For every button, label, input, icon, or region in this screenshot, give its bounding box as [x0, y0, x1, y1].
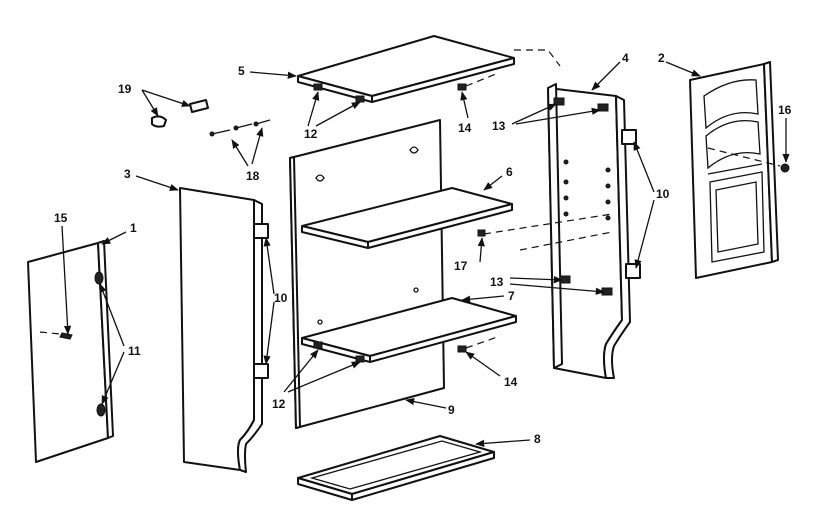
callout-6: 6	[506, 165, 513, 179]
hinge-mount-bottom	[96, 403, 106, 417]
callout-10-left: 10	[274, 291, 288, 305]
right-glass-door-part-2	[689, 61, 790, 279]
callout-19: 19	[118, 82, 132, 96]
clip-13-upper-right	[597, 103, 609, 112]
hinge-right-upper	[621, 129, 637, 145]
leader-lines	[61, 61, 790, 448]
callout-11: 11	[128, 344, 141, 358]
lower-shelf-part-7	[301, 297, 517, 363]
dowel-pin-bottom	[457, 345, 467, 353]
callout-14-top: 14	[458, 121, 472, 135]
callout-7: 7	[508, 289, 515, 303]
hinge-mount-top	[94, 271, 104, 285]
bracket-19a	[151, 115, 167, 128]
callout-15: 15	[54, 211, 68, 225]
keyhole-left	[315, 174, 325, 182]
left-door-part-1	[27, 240, 114, 463]
back-hole-left	[317, 319, 323, 325]
bracket-19b	[189, 99, 209, 113]
callout-8: 8	[534, 432, 541, 446]
callout-4: 4	[622, 51, 629, 65]
hardware-parts	[151, 99, 271, 137]
upper-shelf-part-6	[301, 187, 513, 249]
callout-9: 9	[448, 403, 455, 417]
callout-18: 18	[246, 169, 260, 183]
callout-1: 1	[130, 221, 137, 235]
shelf-peg-holes	[563, 159, 611, 221]
door-knob	[780, 163, 790, 173]
callout-17: 17	[454, 259, 468, 273]
hinge-upper	[253, 223, 269, 239]
callout-13-upper: 13	[492, 119, 506, 133]
callout-2: 2	[658, 51, 665, 65]
bottom-panel-part-8	[297, 435, 495, 501]
callout-16: 16	[778, 103, 792, 117]
callout-12-top: 12	[304, 127, 318, 141]
right-side-panel-part-4	[457, 83, 641, 379]
callout-13-lower: 13	[490, 275, 504, 289]
keyhole-right	[409, 146, 419, 154]
callout-3: 3	[124, 167, 131, 181]
callout-10-right: 10	[656, 187, 670, 201]
dowel-pin-top	[457, 83, 467, 91]
hinge-right-lower	[625, 263, 641, 279]
hinge-lower	[253, 363, 269, 379]
callout-12-bottom: 12	[272, 397, 286, 411]
shelf-clip-left	[313, 341, 323, 349]
callout-14-bottom: 14	[504, 375, 518, 389]
callout-labels: 1 2 3 4 5 6 7 8 9 10 10 11 12 12 13 13 1…	[54, 51, 792, 446]
shelf-clip-right	[355, 355, 365, 363]
shelf-pin-17	[477, 229, 486, 237]
top-clip-right	[355, 95, 365, 103]
clip-13-upper-left	[553, 97, 565, 106]
left-side-panel-part-3	[179, 187, 269, 473]
back-hole-right	[413, 287, 419, 293]
top-panel-part-5	[297, 35, 561, 103]
callout-5: 5	[238, 64, 245, 78]
top-clip-left	[313, 83, 323, 91]
